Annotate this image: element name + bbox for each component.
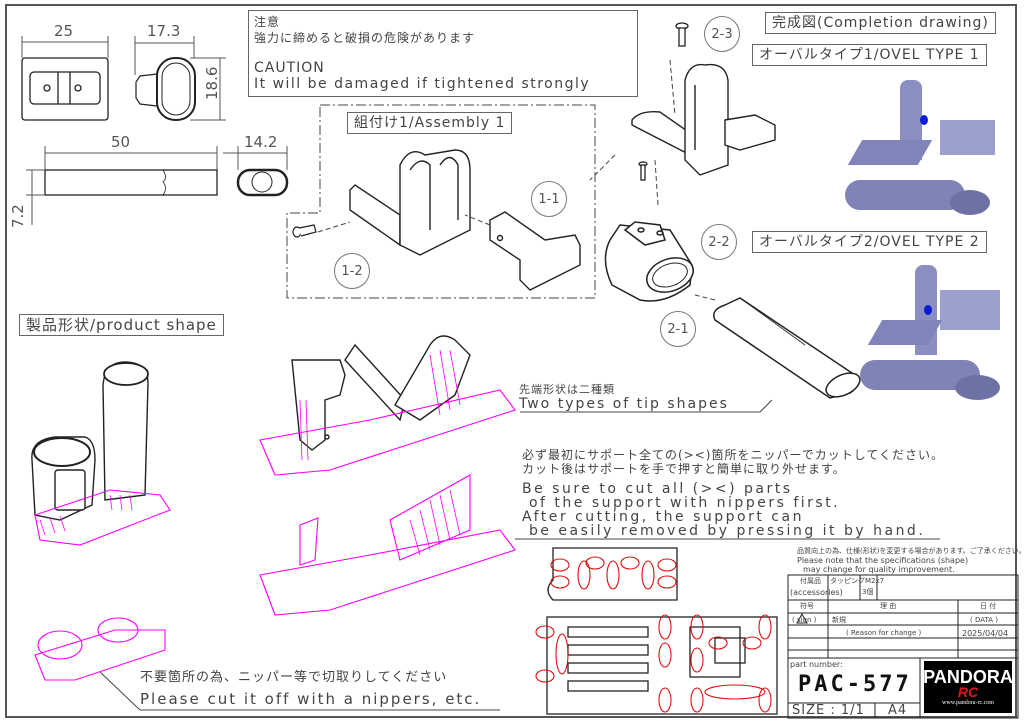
callout-1-1: 1-1: [531, 181, 567, 217]
dim-height-front: 7.2: [9, 204, 27, 228]
bracket-part: [349, 149, 471, 256]
cut-marks: [535, 556, 772, 713]
drawing-frame: [5, 4, 1017, 718]
oval-type1-label: オーバルタイプ1/OVEL TYPE 1: [752, 44, 987, 66]
render-screw: [924, 305, 932, 315]
dim-height-side: 18.6: [203, 66, 221, 100]
top-view-part: [21, 57, 109, 121]
tip-note-en: Two types of tip shapes: [519, 396, 729, 412]
callout-2-2: 2-2: [701, 224, 737, 260]
dimension-lines: [21, 36, 288, 225]
reason-label-jp: 理 由: [880, 602, 897, 610]
dim-width-side: 17.3: [147, 22, 181, 40]
logo-url: www.pandora-rc.com: [942, 699, 994, 706]
screw-2-3: [675, 22, 689, 47]
render-tube: [845, 180, 965, 210]
oval-body-2-2: [604, 221, 694, 302]
support-note-jp-line1: 必ず最初にサポート全ての(><)箇所をニッパーでカットしてください。: [522, 448, 945, 462]
support-cut-diagram: [546, 547, 778, 715]
caution-box: 注意 強力に締めると破損の危険があります CAUTION It will be …: [248, 10, 638, 97]
leader-lines: [99, 399, 940, 711]
date-label-jp: 日 付: [980, 602, 997, 610]
caution-body-en: It will be damaged if tightened strongly: [254, 76, 591, 92]
render-clamp: [940, 290, 1000, 330]
part-number: PAC-577: [798, 672, 912, 697]
support-note-en-line2: of the support with nippers first.: [522, 495, 841, 511]
notice-jp: 品質向上の為、仕様(形状)を変更する場合があります。ご了承ください。: [797, 547, 1024, 555]
support-note-jp-line2: カット後はサポートを手で押すと簡単に取り外せます。: [522, 462, 846, 476]
dim-width-top: 25: [54, 22, 74, 40]
callout-1-2: 1-2: [334, 253, 370, 289]
support-note-en-line3: After cutting, the support can: [522, 509, 804, 525]
assembly-arrows: [317, 59, 716, 301]
reason-label-en: ( Reason for change ): [846, 629, 922, 637]
accessories-label-jp: 付属品: [800, 577, 821, 585]
part-number-label: part number:: [790, 660, 843, 669]
logo-brand: PANDORA: [923, 666, 1013, 687]
render-tip: [950, 190, 990, 215]
render-tip: [955, 375, 1000, 400]
completion-label: 完成図(Completion drawing): [765, 12, 996, 34]
dim-width-end: 14.2: [244, 133, 278, 151]
notice-en-line2: may change for quality improvement.: [803, 565, 955, 574]
oval-type2-label: オーバルタイプ2/OVEL TYPE 2: [752, 231, 987, 253]
side-view-part: [135, 57, 196, 121]
clamp-part-1-1: [489, 211, 581, 291]
date-label-en: ( DATA ): [970, 616, 998, 624]
callout-2-3: 2-3: [704, 16, 740, 52]
caution-title-en: CAUTION: [254, 60, 325, 76]
sign-label-en: ( sign ): [792, 616, 817, 624]
callout-2-1: 2-1: [660, 311, 696, 347]
paper-size: A4: [888, 703, 908, 718]
cut-note-jp: 不要箇所の為、ニッパー等で切取りしてください: [140, 670, 448, 685]
tip-2-1: [713, 297, 861, 399]
screw-1-2: [292, 224, 317, 238]
dim-length: 50: [111, 133, 131, 151]
render-clamp: [940, 120, 995, 155]
screw-2-2: [638, 161, 648, 181]
render-screw: [920, 115, 928, 125]
support-structures: [34, 349, 516, 681]
render-slot: [847, 140, 933, 165]
logo-sub: RC: [957, 683, 979, 700]
notice-en-line1: Please note that the specifications (sha…: [797, 556, 969, 565]
revision-reason: 新規: [832, 616, 846, 624]
cut-note-en: Please cut it off with a nippers, etc.: [140, 690, 482, 708]
caution-body-jp: 強力に締めると破損の危険があります: [254, 31, 476, 45]
accessory-qty: 3個: [862, 588, 874, 596]
product-shape-parts: [31, 335, 471, 521]
size-label: SIZE : 1/1: [792, 703, 865, 718]
pandora-rc-logo: PANDORA RC www.pandora-rc.com: [923, 661, 1013, 713]
sign-label-jp: 符号: [800, 602, 814, 610]
title-block-grid: [787, 574, 1019, 719]
tip-note-jp: 先端形状は二種類: [519, 383, 615, 396]
accessories-label-en: (accessories): [790, 588, 843, 597]
caution-title-jp: 注意: [254, 15, 281, 29]
assembled-bracket: [631, 63, 776, 176]
assembly-label: 組付け1/Assembly 1: [347, 112, 513, 134]
product-shape-label: 製品形状/product shape: [19, 314, 224, 336]
front-view-part: [44, 168, 289, 197]
support-note-en-line1: Be sure to cut all (><) parts: [522, 481, 793, 497]
completion-render-type1: [845, 80, 1005, 230]
revision-date: 2025/04/04: [962, 629, 1009, 638]
accessory-item: タッピングM2x7: [830, 577, 885, 585]
completion-render-type2: [860, 265, 1020, 415]
assembly-boundary: [286, 104, 596, 299]
support-note-en-line4: be easily removed by pressing it by hand…: [522, 523, 926, 539]
